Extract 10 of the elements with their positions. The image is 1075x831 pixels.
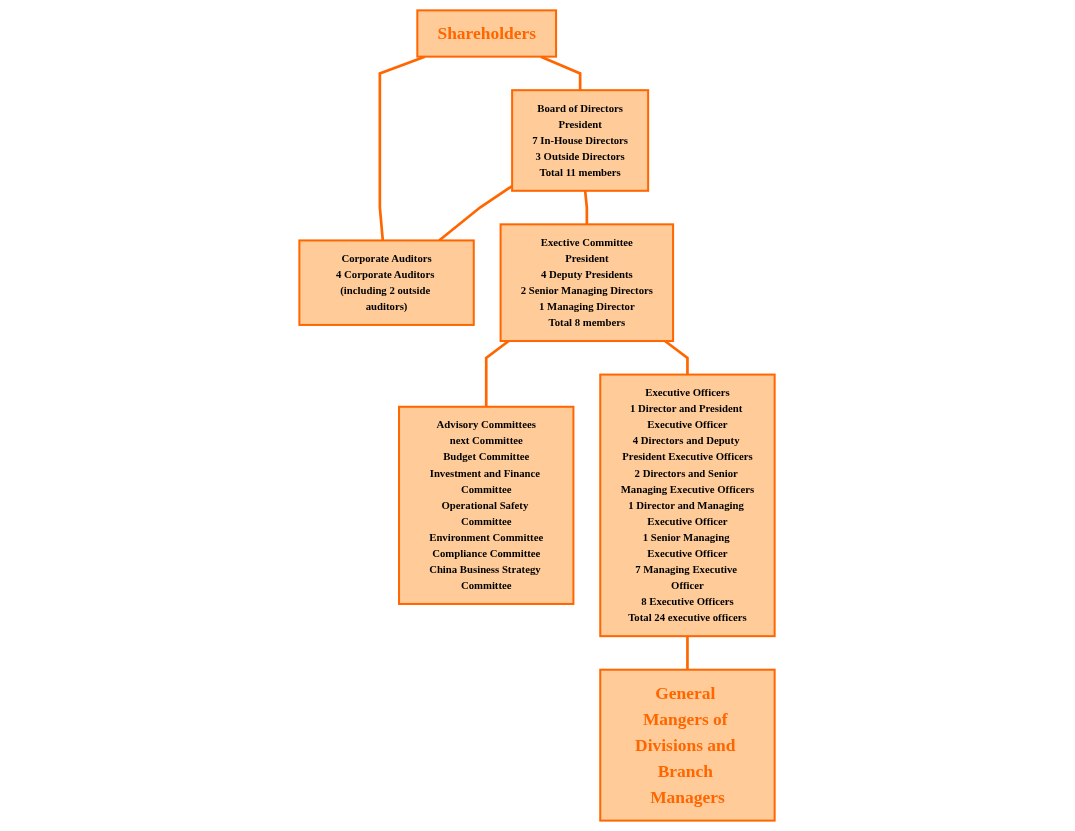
node-box: Shareholders: [416, 9, 558, 58]
node-box: Executive Officers 1 Director and President Executive Officer 4 Directors and Deputy President Executive Officers 2 Directors and Senior Managing Executive Officers 1 Director and Managing Executive Officer 1 Senior Managing Executive Officer 7 Managing Executive Officer 8 Executive Officers Total 24 executive officers: [599, 373, 777, 638]
connector: [686, 636, 690, 670]
connector: [584, 190, 589, 225]
node-box: Advisory Committees next Committee Budget Committee Investment and Finance Committee Operational Safety Committee Environment Committee Compliance Committee China Business Strategy Committee: [398, 405, 575, 605]
node-box: Exective Committee President 4 Deputy Presidents 2 Senior Managing Directors 1 Managing Director Total 8 members: [500, 223, 675, 343]
node-box: General Mangers of Divisions and Branch Managers: [599, 668, 777, 822]
node-box: Corporate Auditors 4 Corporate Auditors (including 2 outside auditors): [298, 239, 476, 326]
node-box: Board of Directors President 7 In-House Directors 3 Outside Directors Total 11 members: [511, 89, 650, 192]
connector: [379, 55, 426, 241]
